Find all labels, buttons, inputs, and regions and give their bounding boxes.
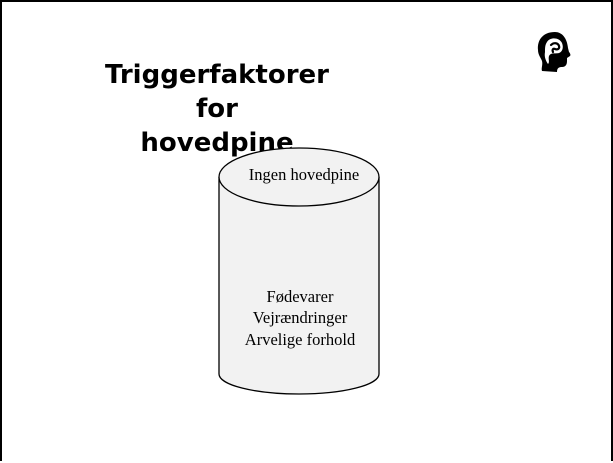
cylinder-body-line-3: Arvelige forhold [245, 330, 356, 349]
cylinder-top-label: Ingen hovedpine [249, 165, 359, 184]
cylinder-top [218, 147, 380, 207]
cylinder-body-line-1: Fødevarer [267, 287, 334, 306]
slide-title-line-1: Triggerfaktorer for [104, 60, 329, 124]
cylinder-body-line-2: Vejrændringer [253, 308, 348, 327]
logo-glyph [537, 32, 571, 72]
head-profile-icon [537, 32, 571, 72]
cylinder-body [218, 177, 380, 395]
